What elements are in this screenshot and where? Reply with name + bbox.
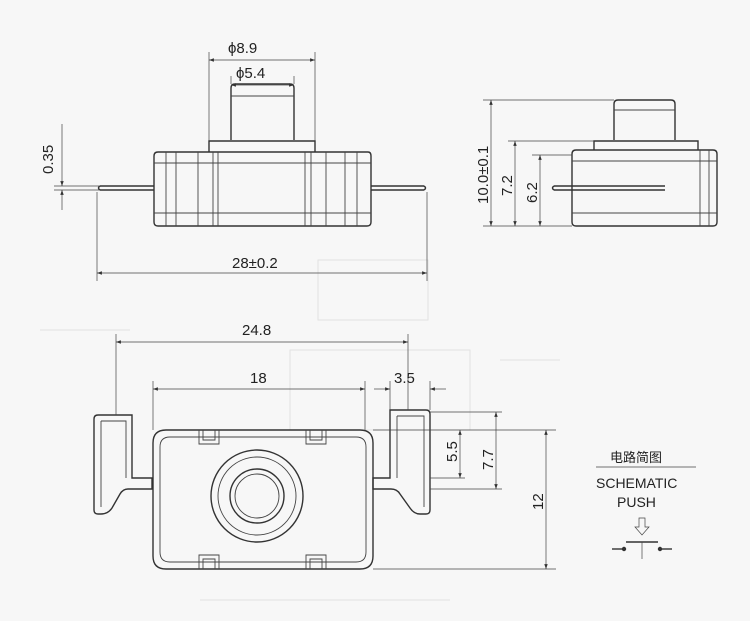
dim-height-body: 7.2 xyxy=(499,175,516,196)
dim-5-5: 5.5 xyxy=(444,441,461,462)
dim-tab-width: 3.5 xyxy=(394,370,415,387)
top-plunger xyxy=(210,449,304,543)
push-arrow-icon xyxy=(634,517,650,536)
side-view xyxy=(551,99,718,227)
dim-height-total: 10.0±0.1 xyxy=(475,146,492,204)
schematic-title-cn: 电路简图 xyxy=(610,450,662,466)
dim-depth: 12 xyxy=(530,493,547,510)
front-dimensions: ϕ8.9 ϕ5.4 0.35 28±0.2 xyxy=(40,40,428,281)
dim-7-7: 7.7 xyxy=(480,449,497,470)
dim-body-width: 18 xyxy=(250,370,267,387)
top-dimensions: 24.8 18 3.5 5.5 7.7 12 xyxy=(115,322,556,570)
schematic: 电路简图 SCHEMATIC PUSH xyxy=(596,450,696,559)
schematic-title-en: SCHEMATIC xyxy=(596,475,677,491)
dim-phi-outer: ϕ8.9 xyxy=(228,40,257,57)
front-plunger xyxy=(208,83,316,152)
schematic-subtitle: PUSH xyxy=(617,494,656,510)
front-body xyxy=(153,151,372,227)
top-view xyxy=(93,409,431,570)
dim-height-lead: 6.2 xyxy=(524,182,541,203)
side-dimensions: 10.0±0.1 7.2 6.2 xyxy=(475,99,614,227)
left-terminal xyxy=(93,414,153,515)
dim-lead-thickness: 0.35 xyxy=(40,145,57,174)
front-view xyxy=(97,83,427,227)
dim-pin-span: 24.8 xyxy=(242,322,271,339)
right-terminal xyxy=(372,409,431,515)
switch-symbol-icon xyxy=(612,541,672,559)
dim-phi-inner: ϕ5.4 xyxy=(236,65,265,82)
front-leads xyxy=(97,185,427,191)
top-housing xyxy=(152,429,374,570)
dim-overall-length: 28±0.2 xyxy=(232,255,278,272)
